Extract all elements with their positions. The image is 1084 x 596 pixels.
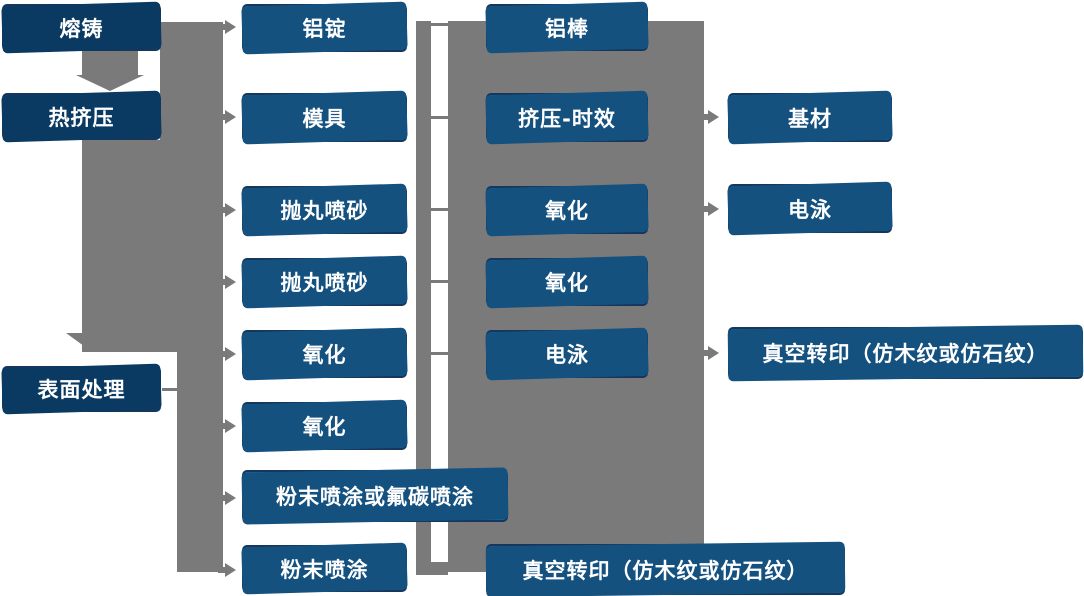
connector-left-upper-bus [160,22,223,142]
flow-arrow-right-icon [701,110,719,124]
node-label: 挤压-时效 [518,106,616,131]
node-label: 电泳 [788,197,832,222]
flow-arrow-right-icon [218,110,236,124]
node-label: 氧化 [545,199,589,223]
flow-arrow-down-shaft [82,50,138,76]
connector-middle-bus [416,21,431,575]
flow-arrow-down-icon [76,75,144,91]
flow-arrow-right-icon [218,347,236,361]
tie-line [431,352,448,355]
tie-line [431,280,448,283]
node-oxidation-a1: 氧化 [242,330,407,378]
tie-line-surface [162,388,177,391]
flow-arrow-right-icon [701,346,719,360]
node-aluminum-rod: 铝棒 [486,4,648,51]
node-oxidation-a2: 氧化 [242,402,407,450]
node-label: 真空转印（仿木纹或仿石纹） [762,342,1049,366]
node-vacuum-transfer-bottom: 真空转印（仿木纹或仿石纹） [486,544,845,595]
node-extrusion-aging: 挤压-时效 [486,93,648,142]
node-label: 熔铸 [59,16,104,41]
flow-arrow-right-icon [218,419,236,433]
node-label: 铝棒 [545,16,589,41]
node-label: 真空转印（仿木纹或仿石纹） [522,558,809,583]
node-oxidation-b1: 氧化 [486,186,648,234]
node-electrophoresis-c: 电泳 [728,184,892,233]
connector-surface-bus [177,350,223,572]
node-shot-blasting-1: 抛丸喷砂 [242,186,407,234]
node-label: 氧化 [302,415,347,439]
node-base-material: 基材 [728,93,892,142]
node-label: 抛丸喷砂 [280,271,369,295]
flow-arrow-down-icon [66,333,110,349]
node-label: 铝锭 [302,17,347,41]
flow-arrow-right-icon [218,275,236,289]
node-label: 基材 [788,106,832,131]
connector-middle-bus-foot [416,562,448,575]
tie-line [431,116,448,119]
node-mold: 模具 [242,93,407,142]
node-label: 抛丸喷砂 [280,199,369,223]
flow-arrow-right-icon [701,202,719,216]
node-aluminum-ingot: 铝锭 [242,4,407,52]
node-shot-blasting-2: 抛丸喷砂 [242,258,407,306]
flow-arrow-right-icon [218,563,236,577]
node-label: 粉末喷涂 [280,557,369,582]
node-powder-or-fluorocarbon: 粉末喷涂或氟碳喷涂 [242,470,508,522]
flow-arrow-right-icon [218,491,236,505]
node-electrophoresis-b: 电泳 [486,330,648,378]
node-vacuum-transfer-right: 真空转印（仿木纹或仿石纹） [728,327,1083,379]
flow-arrow-right-icon [218,203,236,217]
node-label: 氧化 [302,343,347,367]
node-label: 粉末喷涂或氟碳喷涂 [276,485,474,509]
node-label: 表面处理 [37,378,126,402]
node-hot-extrusion: 热挤压 [2,93,161,140]
node-melting: 熔铸 [2,4,161,51]
node-label: 氧化 [545,271,589,295]
tie-line [431,208,448,211]
node-oxidation-b2: 氧化 [486,258,648,306]
node-label: 热挤压 [48,105,115,130]
flow-arrow-right-icon [218,20,236,34]
node-label: 电泳 [545,343,589,367]
node-powder-coating: 粉末喷涂 [242,545,407,592]
node-label: 模具 [302,106,347,131]
connector-left-main-bus [82,140,223,352]
node-surface-treatment: 表面处理 [2,366,161,412]
tie-line [431,23,448,26]
